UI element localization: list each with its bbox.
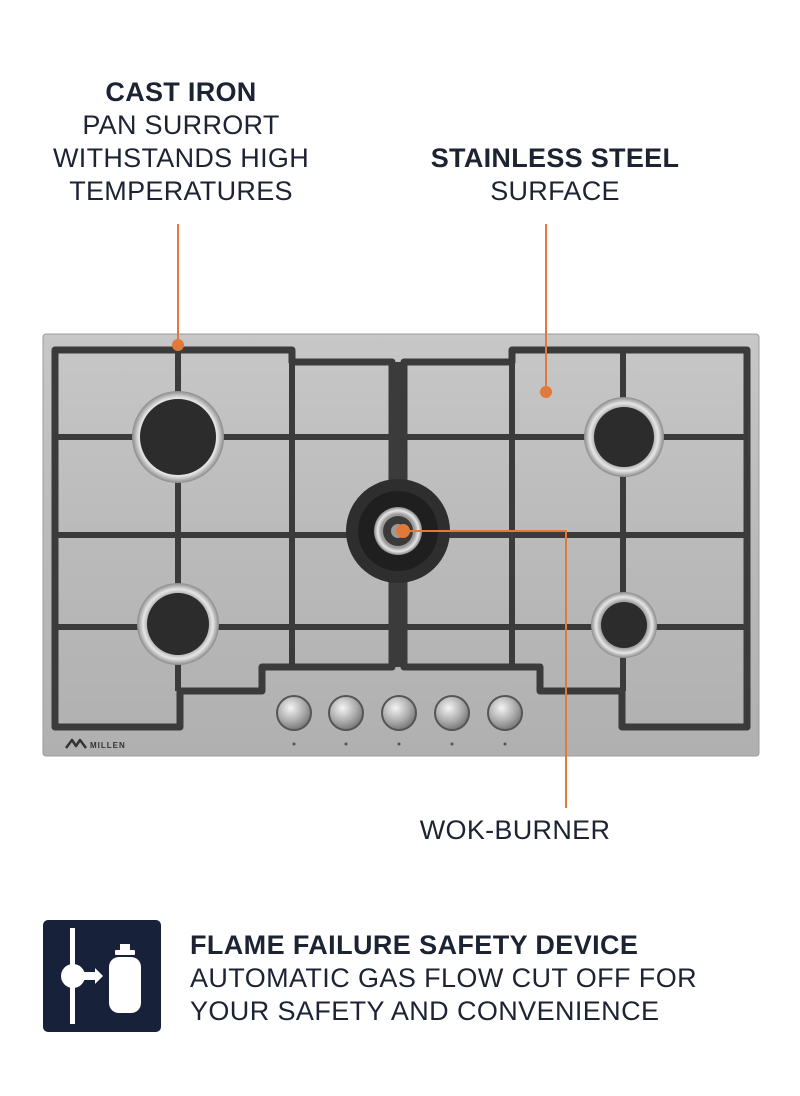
safety-line-2: YOUR SAFETY AND CONVENIENCE — [190, 996, 660, 1026]
knob-4 — [434, 695, 470, 731]
safety-line-1: AUTOMATIC GAS FLOW CUT OFF FOR — [190, 963, 698, 993]
brand-label: MILLEN — [90, 741, 126, 750]
control-knobs — [276, 695, 523, 731]
knob-3 — [381, 695, 417, 731]
callout-leaders — [177, 224, 567, 808]
stainless-steel-line-1: SURFACE — [490, 176, 620, 206]
stainless-marker — [540, 386, 552, 398]
callout-dots — [172, 339, 552, 538]
burner-rear-right — [584, 397, 664, 477]
safety-title: FLAME FAILURE SAFETY DEVICE — [190, 930, 639, 960]
cast-iron-marker — [172, 339, 184, 351]
burner-rear-left — [132, 391, 224, 483]
knob-1 — [276, 695, 312, 731]
wok-burner-label: WOK-BURNER — [419, 815, 611, 845]
wok-burner-callout: WOK-BURNER — [400, 814, 630, 847]
knob-5 — [487, 695, 523, 731]
stainless-steel-title: STAINLESS STEEL — [430, 143, 680, 173]
gas-cylinder-valve-icon — [43, 920, 161, 1032]
burner-front-right — [591, 592, 657, 658]
cast-iron-callout: CAST IRON PAN SURRORT WITHSTANDS HIGH TE… — [30, 76, 332, 208]
cast-iron-line-1: PAN SURRORT — [82, 110, 280, 140]
cast-iron-title: CAST IRON — [105, 77, 257, 107]
knob-indicator-dots — [292, 742, 507, 746]
burner-front-left — [137, 583, 219, 665]
stainless-steel-callout: STAINLESS STEEL SURFACE — [400, 142, 710, 208]
millen-logo: MILLEN — [65, 738, 126, 750]
safety-feature: FLAME FAILURE SAFETY DEVICE AUTOMATIC GA… — [190, 928, 790, 1028]
cast-iron-line-3: TEMPERATURES — [69, 176, 293, 206]
cast-iron-line-2: WITHSTANDS HIGH — [53, 143, 309, 173]
knob-2 — [328, 695, 364, 731]
wok-marker — [396, 524, 410, 538]
